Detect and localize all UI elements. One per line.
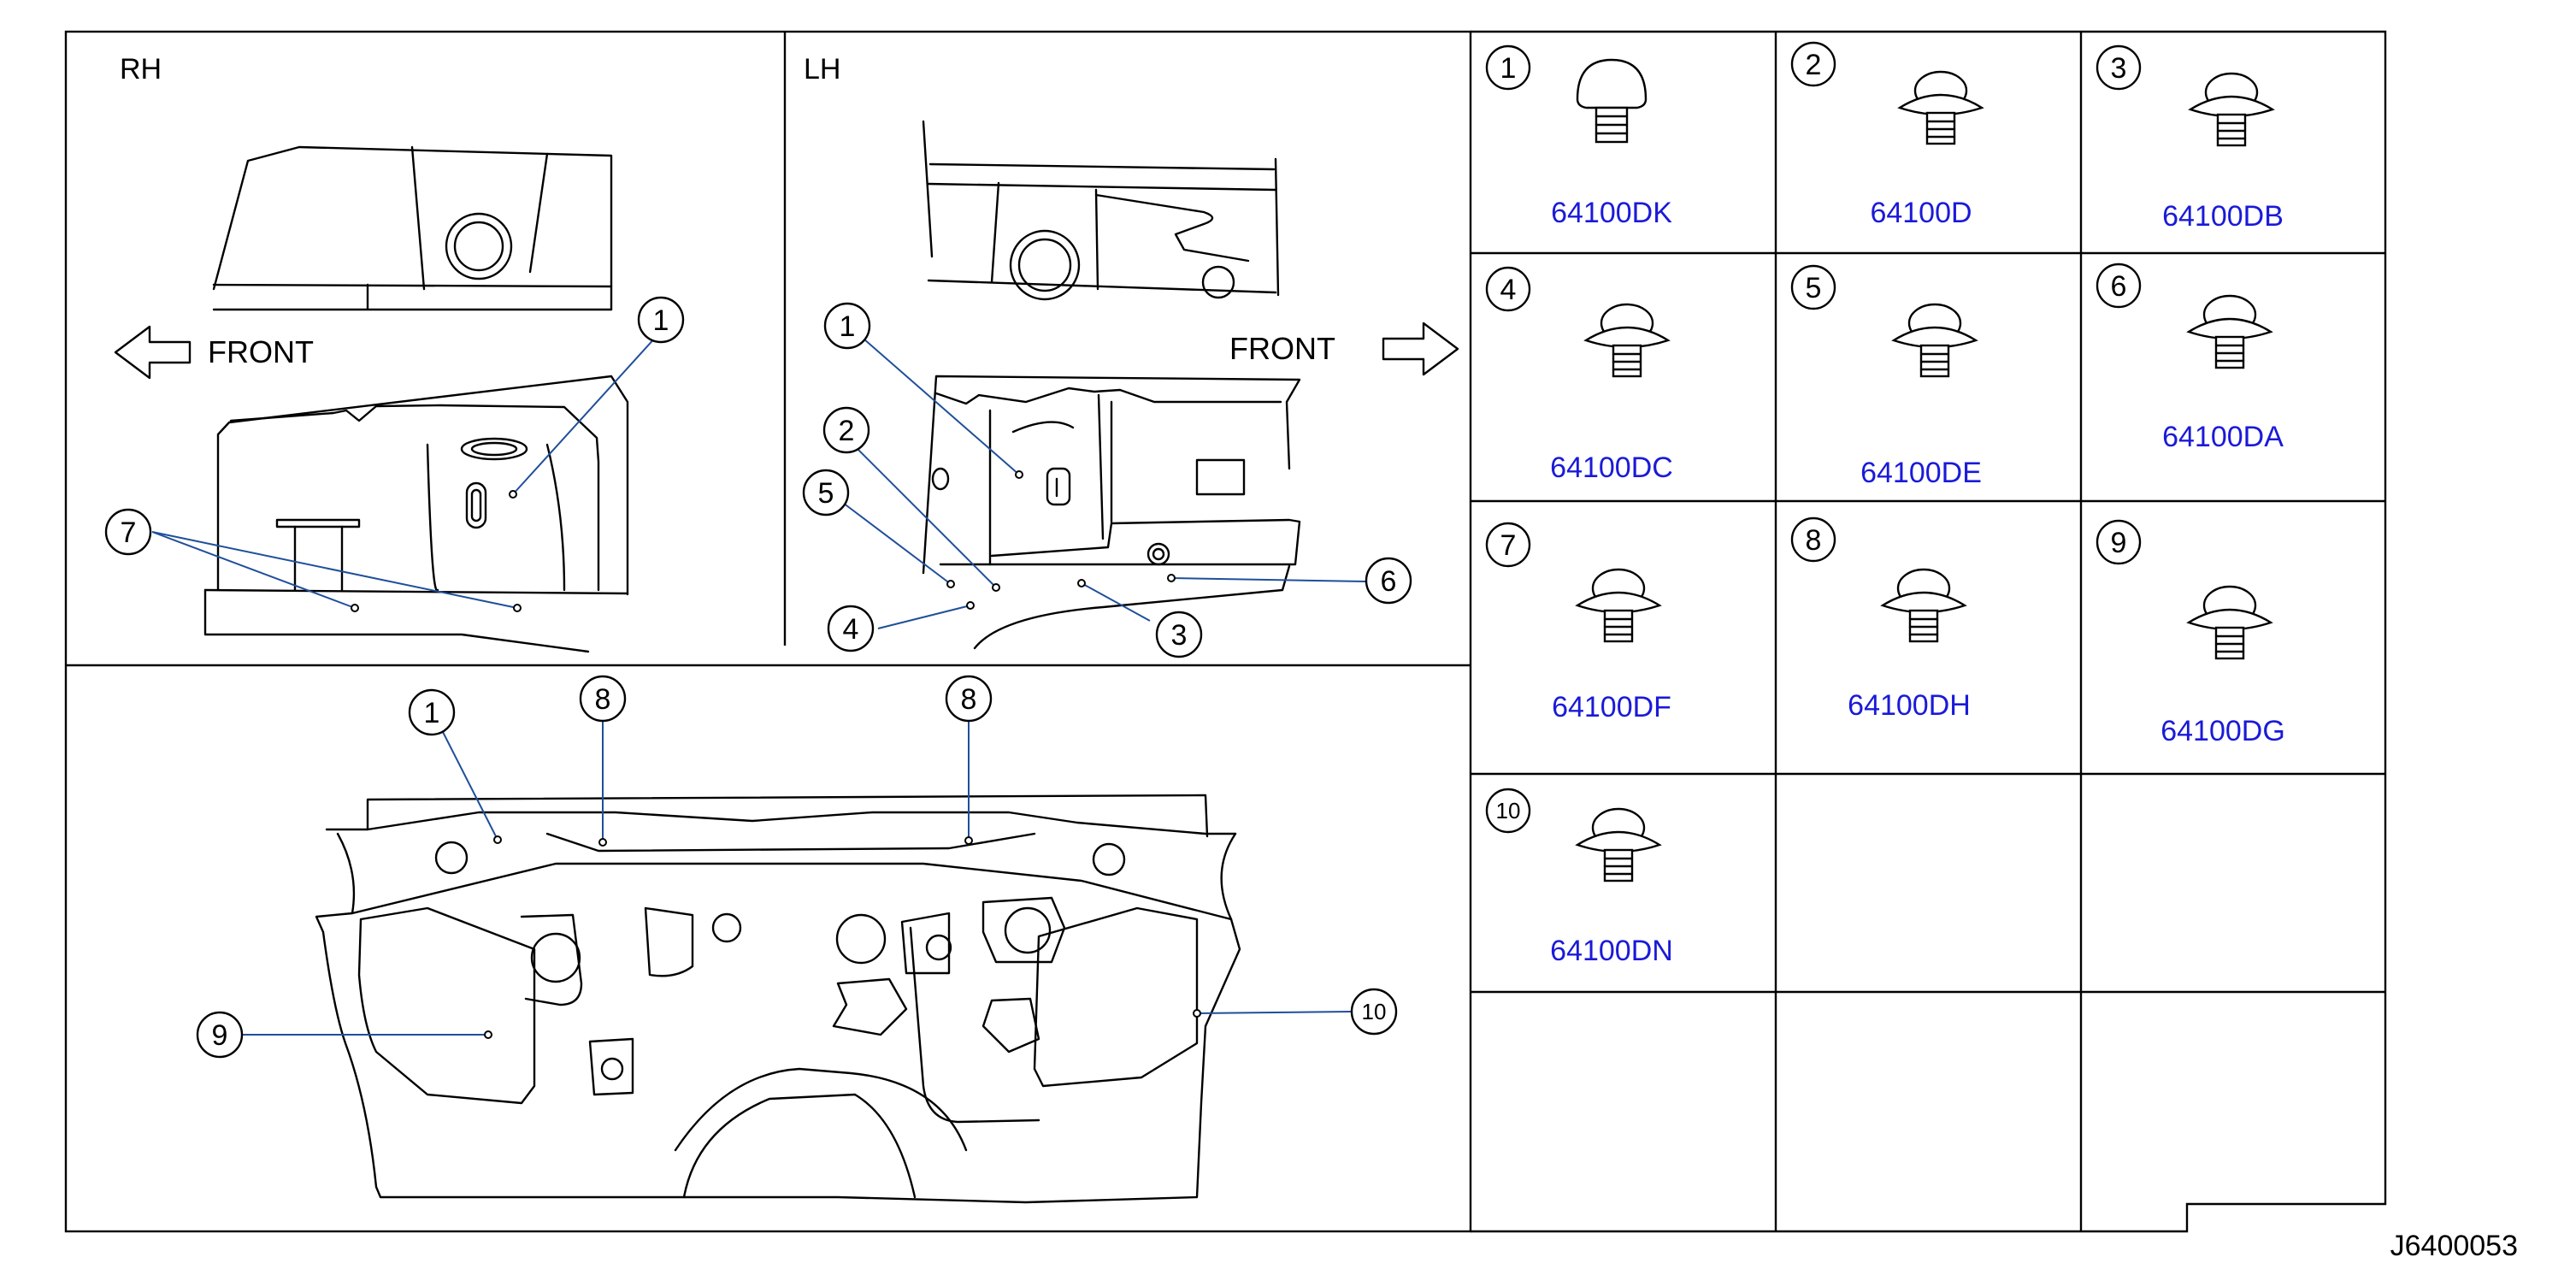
rh-callout-7: 7 bbox=[104, 508, 152, 556]
svg-text:2: 2 bbox=[839, 415, 855, 447]
svg-text:6: 6 bbox=[2111, 270, 2127, 303]
lh-callout-2: 2 bbox=[822, 406, 870, 454]
part-cell-9: 9 64100DG bbox=[2096, 519, 2285, 747]
svg-text:1: 1 bbox=[840, 310, 856, 343]
parts-table-grid bbox=[1471, 30, 2387, 1233]
svg-text:7: 7 bbox=[121, 516, 137, 549]
rh-label: RH bbox=[120, 53, 162, 86]
svg-text:5: 5 bbox=[818, 477, 834, 510]
part-number-6: 64100DA bbox=[2162, 421, 2284, 453]
dash-callout-8-left: 8 bbox=[579, 675, 627, 723]
lh-upper-panel-drawing bbox=[922, 120, 1280, 301]
part-number-1: 64100DK bbox=[1551, 197, 1672, 229]
clip-fastener-icon bbox=[1881, 568, 1966, 643]
part-cell-4: 4 64100DC bbox=[1485, 266, 1673, 484]
svg-text:10: 10 bbox=[1362, 999, 1387, 1024]
lh-view: LH FRONT bbox=[802, 53, 1459, 658]
svg-text:8: 8 bbox=[961, 683, 977, 716]
lh-callout-3: 3 bbox=[1155, 611, 1203, 658]
svg-text:1: 1 bbox=[653, 304, 669, 337]
svg-text:9: 9 bbox=[2111, 527, 2127, 559]
dash-panel-drawing bbox=[315, 794, 1241, 1204]
svg-text:4: 4 bbox=[843, 613, 859, 646]
clip-fastener-icon bbox=[1898, 70, 1984, 145]
lh-callout-5: 5 bbox=[802, 469, 850, 516]
lh-callout-4: 4 bbox=[827, 605, 875, 652]
part-cell-5: 5 64100DE bbox=[1790, 264, 1982, 489]
clip-fastener-icon bbox=[1892, 303, 1978, 378]
lh-front-arrow: FRONT bbox=[1229, 322, 1459, 376]
svg-text:1: 1 bbox=[1500, 52, 1517, 85]
svg-text:10: 10 bbox=[1496, 798, 1521, 823]
parts-table: 1 64100DK 2 64100D 3 64100DB 4 64100DC 5 bbox=[1485, 41, 2285, 967]
svg-text:7: 7 bbox=[1500, 529, 1517, 562]
rh-front-arrow: FRONT bbox=[114, 325, 314, 380]
part-number-4: 64100DC bbox=[1550, 452, 1673, 484]
rh-front-label: FRONT bbox=[208, 334, 314, 369]
clip-fastener-icon bbox=[1576, 58, 1648, 144]
part-cell-3: 3 64100DB bbox=[2096, 44, 2284, 233]
diagram-frame bbox=[64, 30, 1472, 1233]
dash-callout-10: 10 bbox=[1350, 988, 1398, 1036]
rh-upper-panel-drawing bbox=[212, 145, 613, 311]
lh-label: LH bbox=[804, 53, 840, 86]
part-number-2: 64100D bbox=[1870, 197, 1972, 229]
part-cell-6: 6 64100DA bbox=[2096, 263, 2284, 453]
clip-fastener-icon bbox=[1576, 568, 1661, 643]
svg-text:4: 4 bbox=[1500, 274, 1517, 306]
clip-fastener-icon bbox=[1576, 807, 1661, 882]
dash-view: 1 8 8 9 10 bbox=[196, 675, 1398, 1204]
dash-callout-1: 1 bbox=[408, 688, 456, 736]
part-cell-2: 2 64100D bbox=[1790, 41, 1984, 229]
part-number-8: 64100DH bbox=[1848, 689, 1971, 722]
dash-leaders bbox=[242, 718, 1352, 1039]
lh-leaders bbox=[839, 333, 1366, 629]
part-number-10: 64100DN bbox=[1550, 935, 1673, 967]
dash-callout-9: 9 bbox=[196, 1011, 244, 1059]
document-code: J6400053 bbox=[2390, 1230, 2518, 1262]
part-cell-10: 10 64100DN bbox=[1485, 788, 1673, 967]
part-number-3: 64100DB bbox=[2162, 200, 2284, 233]
svg-text:8: 8 bbox=[595, 683, 611, 716]
svg-text:1: 1 bbox=[424, 697, 440, 729]
dash-callout-8-right: 8 bbox=[945, 675, 993, 723]
lh-front-label: FRONT bbox=[1229, 331, 1335, 366]
svg-text:8: 8 bbox=[1806, 524, 1822, 557]
rh-lower-panel-drawing bbox=[203, 375, 629, 653]
part-cell-8: 8 64100DH bbox=[1790, 516, 1971, 722]
rh-view: RH FRONT bbox=[104, 53, 685, 653]
lh-callout-6: 6 bbox=[1365, 557, 1412, 605]
clip-fastener-icon bbox=[2187, 585, 2272, 660]
part-number-7: 64100DF bbox=[1552, 691, 1671, 723]
rh-leaders bbox=[151, 335, 657, 612]
svg-text:6: 6 bbox=[1381, 565, 1397, 598]
clip-fastener-icon bbox=[1584, 303, 1670, 378]
part-number-5: 64100DE bbox=[1860, 457, 1982, 489]
svg-text:2: 2 bbox=[1806, 49, 1822, 81]
clip-fastener-icon bbox=[2189, 72, 2274, 147]
svg-text:3: 3 bbox=[1171, 619, 1188, 652]
svg-text:3: 3 bbox=[2111, 52, 2127, 85]
lh-callout-1: 1 bbox=[823, 302, 871, 350]
svg-text:9: 9 bbox=[212, 1019, 228, 1052]
part-cell-1: 1 64100DK bbox=[1485, 44, 1672, 229]
rh-callout-1: 1 bbox=[637, 296, 685, 344]
clip-fastener-icon bbox=[2187, 294, 2272, 369]
svg-text:5: 5 bbox=[1806, 272, 1822, 304]
lh-lower-panel-drawing bbox=[922, 375, 1301, 650]
part-number-9: 64100DG bbox=[2160, 715, 2285, 747]
part-cell-7: 7 64100DF bbox=[1485, 522, 1671, 723]
